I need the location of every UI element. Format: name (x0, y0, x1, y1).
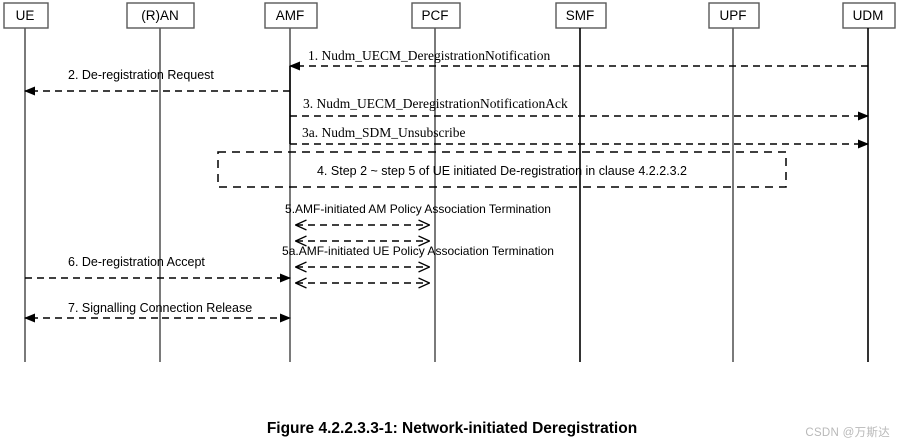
policy-interaction-layer: 5.AMF-initiated AM Policy Association Te… (282, 202, 554, 283)
actor-header-ue: UE (3, 2, 49, 29)
policy-label-m5a: 5a.AMF-initiated UE Policy Association T… (282, 244, 554, 258)
policy-interaction-m5: 5.AMF-initiated AM Policy Association Te… (285, 202, 551, 241)
message-label-m6: 6. De-registration Accept (68, 255, 205, 269)
figure-caption: Figure 4.2.2.3.3-1: Network-initiated De… (266, 420, 638, 437)
message-m3a: 3a. Nudm_SDM_Unsubscribe (290, 125, 869, 149)
watermark: CSDN @万斯达 (805, 427, 890, 439)
step-box-label: 4. Step 2 ~ step 5 of UE initiated De-re… (317, 164, 687, 178)
message-layer: 1. Nudm_UECM_DeregistrationNotification 2… (24, 48, 869, 323)
message-label-m3a: 3a. Nudm_SDM_Unsubscribe (302, 125, 466, 140)
message-label-m3: 3. Nudm_UECM_DeregistrationNotificationA… (303, 96, 568, 111)
actor-label-ran: (R)AN (141, 8, 179, 23)
message-label-m2: 2. De-registration Request (68, 68, 214, 82)
actor-label-ue: UE (16, 8, 35, 23)
message-m7: 7. Signalling Connection Release (24, 301, 291, 323)
actor-header-layer: UE (R)AN AMF PCF SMF UPF UDM (3, 2, 896, 29)
actor-label-udm: UDM (853, 8, 884, 23)
message-m3: 3. Nudm_UECM_DeregistrationNotificationA… (290, 96, 869, 121)
step-box-step4: 4. Step 2 ~ step 5 of UE initiated De-re… (217, 151, 787, 188)
actor-header-smf: SMF (555, 2, 607, 29)
message-m2: 2. De-registration Request (24, 68, 290, 96)
policy-label-m5: 5.AMF-initiated AM Policy Association Te… (285, 202, 551, 216)
actor-label-amf: AMF (276, 8, 305, 23)
actor-label-upf: UPF (720, 8, 747, 23)
actor-header-amf: AMF (264, 2, 318, 29)
actor-header-pcf: PCF (411, 2, 461, 29)
step-box-outline (217, 151, 787, 188)
message-m6: 6. De-registration Accept (25, 255, 291, 283)
step-box-layer: 4. Step 2 ~ step 5 of UE initiated De-re… (217, 151, 787, 188)
actor-header-udm: UDM (842, 2, 896, 29)
actor-header-upf: UPF (708, 2, 760, 29)
message-label-m7: 7. Signalling Connection Release (68, 301, 252, 315)
policy-interaction-m5a: 5a.AMF-initiated UE Policy Association T… (282, 244, 554, 283)
message-label-m1: 1. Nudm_UECM_DeregistrationNotification (308, 48, 550, 63)
actor-label-smf: SMF (566, 8, 595, 23)
actor-header-ran: (R)AN (126, 2, 195, 29)
message-m1: 1. Nudm_UECM_DeregistrationNotification (289, 48, 868, 71)
actor-label-pcf: PCF (422, 8, 449, 23)
